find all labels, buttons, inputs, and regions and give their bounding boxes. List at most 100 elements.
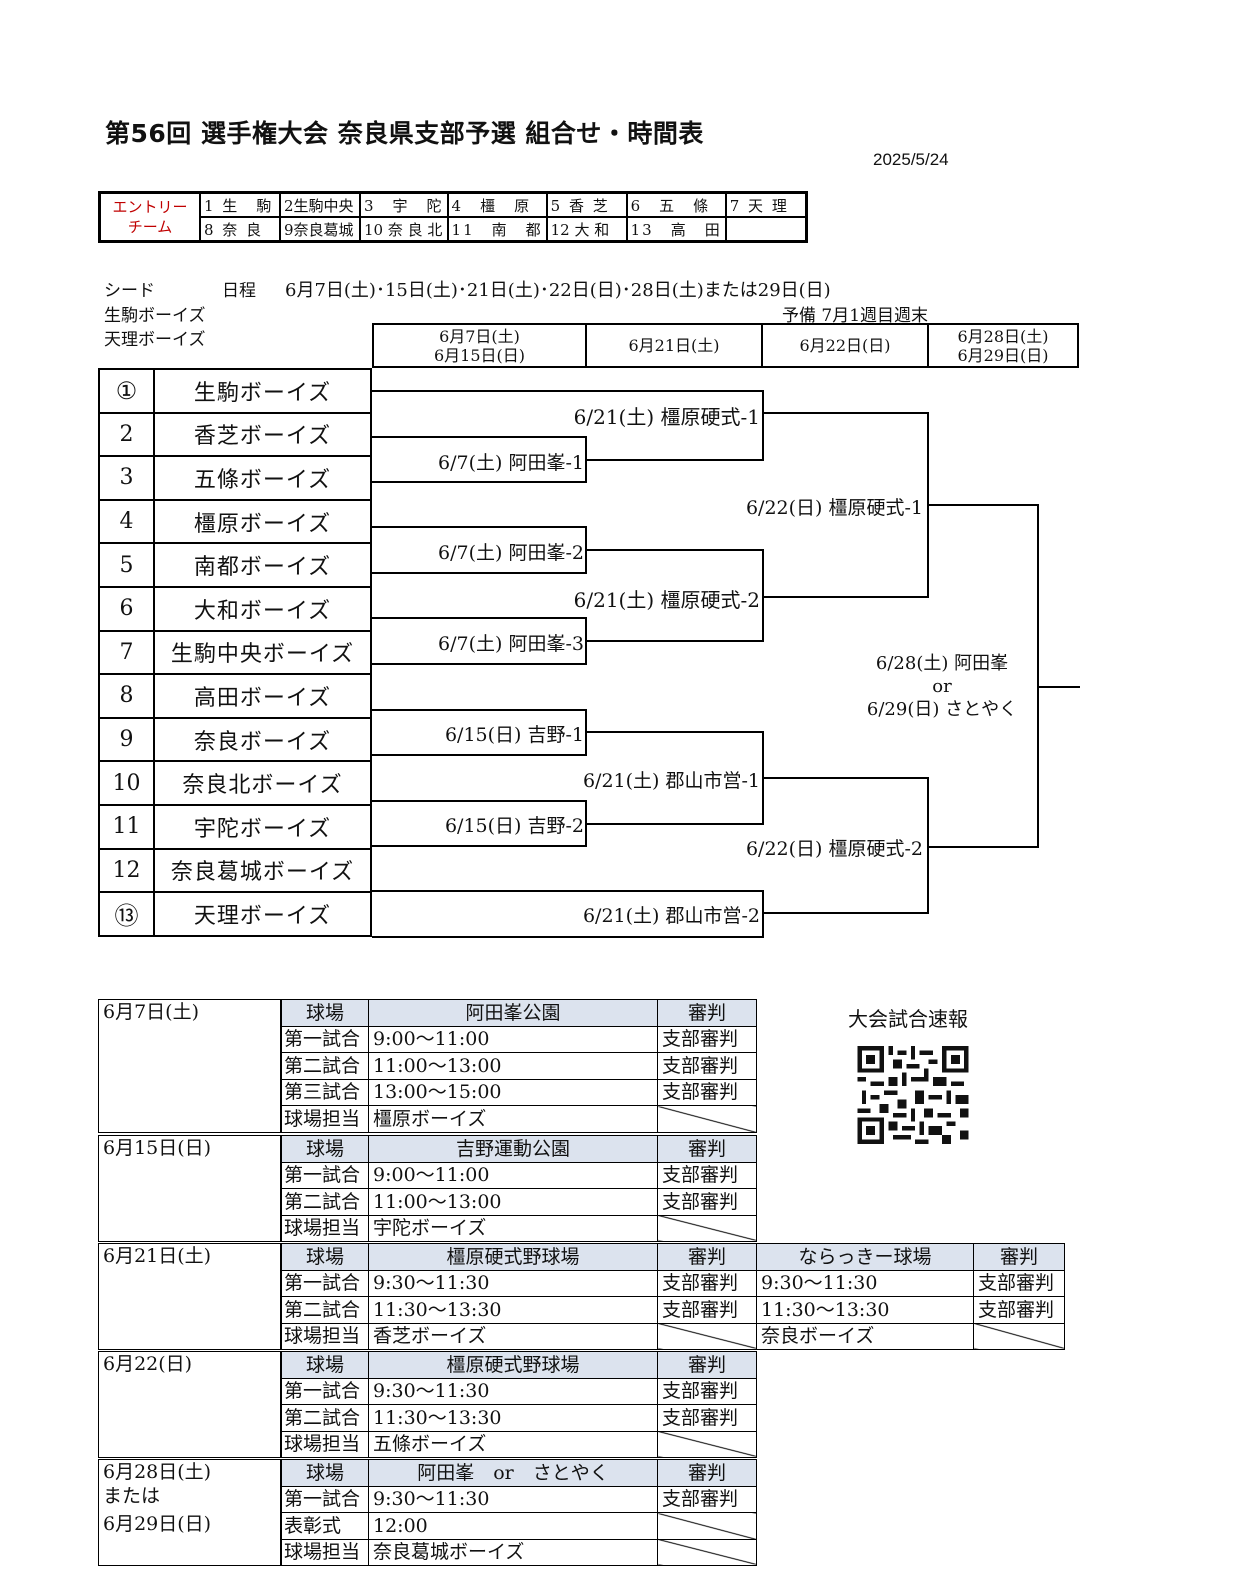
schedule-day: 6月21日(土) bbox=[98, 1243, 282, 1350]
bracket-line bbox=[372, 390, 764, 461]
team-name: 大和ボーイズ bbox=[153, 585, 372, 632]
schedule-dates: 6月7日(土)･15日(土)･21日(土)･22日(日)･28日(土)または29… bbox=[285, 280, 831, 301]
ceremony-time: 12:00 bbox=[368, 1512, 658, 1540]
game-kind: 球場担当 bbox=[280, 1214, 369, 1242]
team-name: 橿原ボーイズ bbox=[153, 498, 372, 545]
entry-cell: 13 高 田 bbox=[625, 216, 727, 243]
umpire: 支部審判 bbox=[657, 1485, 757, 1513]
schedule-day: 6月7日(土) bbox=[98, 999, 282, 1133]
venue-label: 球場 bbox=[280, 1135, 369, 1163]
team-name: 香芝ボーイズ bbox=[153, 411, 372, 458]
entry-cell bbox=[724, 216, 808, 243]
seed-label: シード bbox=[104, 281, 155, 301]
team-name: 生駒中央ボーイズ bbox=[153, 629, 372, 676]
game-time: 9:30～11:30 bbox=[368, 1377, 658, 1405]
bracket-line bbox=[928, 504, 1039, 848]
entry-cell: 10 奈 良 北 bbox=[359, 216, 449, 243]
schedule-day: 6月28日(土) または 6月29日(日) bbox=[98, 1459, 282, 1566]
game-kind: 第三試合 bbox=[280, 1078, 369, 1106]
game-time: 11:30～13:30 bbox=[368, 1296, 658, 1324]
venue-label: 球場 bbox=[280, 1243, 369, 1271]
round-header-3: 6月22日(日) bbox=[761, 323, 929, 368]
game-time: 11:00～13:00 bbox=[368, 1052, 658, 1080]
game-kind: 第二試合 bbox=[280, 1404, 369, 1432]
round-4-line2: 6月29日(日) bbox=[957, 345, 1049, 365]
match-label: 6/22(日) 橿原硬式-2 bbox=[745, 838, 923, 860]
umpire: 支部審判 bbox=[657, 1188, 757, 1216]
final-or: or bbox=[932, 676, 952, 697]
match-label: 6/22(日) 橿原硬式-1 bbox=[745, 497, 923, 519]
empty-cell bbox=[657, 1538, 757, 1566]
round-header-1: 6月7日(土)6月15日(日) bbox=[372, 323, 587, 368]
round-1-line1: 6月7日(土) bbox=[439, 326, 520, 346]
team-number: ⑬ bbox=[98, 891, 155, 937]
game-kind: 球場担当 bbox=[280, 1538, 369, 1566]
field-manager: 奈良葛城ボーイズ bbox=[368, 1538, 658, 1566]
field-manager: 香芝ボーイズ bbox=[368, 1322, 658, 1350]
team-name: 五條ボーイズ bbox=[153, 455, 372, 501]
schedule-day-line1: 6月28日(土) bbox=[103, 1461, 212, 1483]
match-label: 6/21(土) 橿原硬式-1 bbox=[573, 405, 760, 429]
game-kind: 第二試合 bbox=[280, 1296, 369, 1324]
game-time: 11:30～13:30 bbox=[368, 1404, 658, 1432]
round-header: 6月7日(土)6月15日(日) 6月21日(土) 6月22日(日) 6月28日(… bbox=[372, 323, 1079, 368]
venue-name: 橿原硬式野球場 bbox=[368, 1243, 658, 1271]
empty-cell bbox=[657, 1430, 757, 1458]
schedule-day: 6月22(日) bbox=[98, 1351, 282, 1458]
round-header-4: 6月28日(土)6月29日(日) bbox=[927, 323, 1079, 368]
venue-name: 阿田峯 or さとやく bbox=[368, 1459, 658, 1487]
umpire-2: 支部審判 bbox=[973, 1269, 1065, 1297]
umpire: 支部審判 bbox=[657, 1161, 757, 1189]
umpire: 支部審判 bbox=[657, 1052, 757, 1080]
game-kind: 球場担当 bbox=[280, 1430, 369, 1458]
page-title: 第56回 選手権大会 奈良県支部予選 組合せ・時間表 bbox=[105, 119, 704, 148]
team-number: 12 bbox=[98, 847, 155, 894]
schedule-label: 日程 bbox=[222, 281, 256, 301]
game-kind: 第一試合 bbox=[280, 1025, 369, 1053]
empty-cell bbox=[657, 1322, 757, 1350]
round-header-2: 6月21日(土) bbox=[585, 323, 763, 368]
empty-cell bbox=[657, 1512, 757, 1540]
entry-cell: 6 五 條 bbox=[625, 191, 727, 218]
umpire-label: 審判 bbox=[657, 1243, 757, 1271]
qr-code-icon[interactable] bbox=[857, 1046, 969, 1144]
field-manager: 宇陀ボーイズ bbox=[368, 1214, 658, 1242]
team-name: 天理ボーイズ bbox=[153, 891, 372, 937]
team-number: 6 bbox=[98, 585, 155, 632]
field-manager: 五條ボーイズ bbox=[368, 1430, 658, 1458]
field-manager: 橿原ボーイズ bbox=[368, 1105, 658, 1133]
entry-cell: 12 大 和 bbox=[545, 216, 628, 243]
umpire-label: 審判 bbox=[657, 1459, 757, 1487]
reserve-note: 予備 7月1週目週末 bbox=[782, 306, 929, 326]
umpire-label: 審判 bbox=[657, 999, 757, 1027]
entry-cell: 4 橿 原 bbox=[446, 191, 548, 218]
game-kind: 球場担当 bbox=[280, 1105, 369, 1133]
game-time: 9:00～11:00 bbox=[368, 1025, 658, 1053]
schedule-day-line3: 6月29日(日) bbox=[103, 1513, 212, 1535]
team-number: 7 bbox=[98, 629, 155, 676]
match-label: 6/15(日) 吉野-1 bbox=[444, 724, 584, 746]
venue-label: 球場 bbox=[280, 999, 369, 1027]
team-name: 奈良葛城ボーイズ bbox=[153, 847, 372, 894]
game-kind: 第一試合 bbox=[280, 1485, 369, 1513]
game-kind: 表彰式 bbox=[280, 1512, 369, 1540]
entry-cell: 5 香 芝 bbox=[545, 191, 628, 218]
seed-team-2: 天理ボーイズ bbox=[104, 330, 206, 350]
game-kind: 第一試合 bbox=[280, 1161, 369, 1189]
match-label: 6/7(土) 阿田峯-2 bbox=[438, 542, 584, 564]
entry-cell: 8 奈 良 bbox=[199, 216, 281, 243]
document-date: 2025/5/24 bbox=[873, 150, 949, 169]
match-label: 6/15(日) 吉野-2 bbox=[444, 815, 584, 837]
match-label: 6/21(土) 橿原硬式-2 bbox=[573, 588, 760, 612]
team-number: 9 bbox=[98, 716, 155, 763]
